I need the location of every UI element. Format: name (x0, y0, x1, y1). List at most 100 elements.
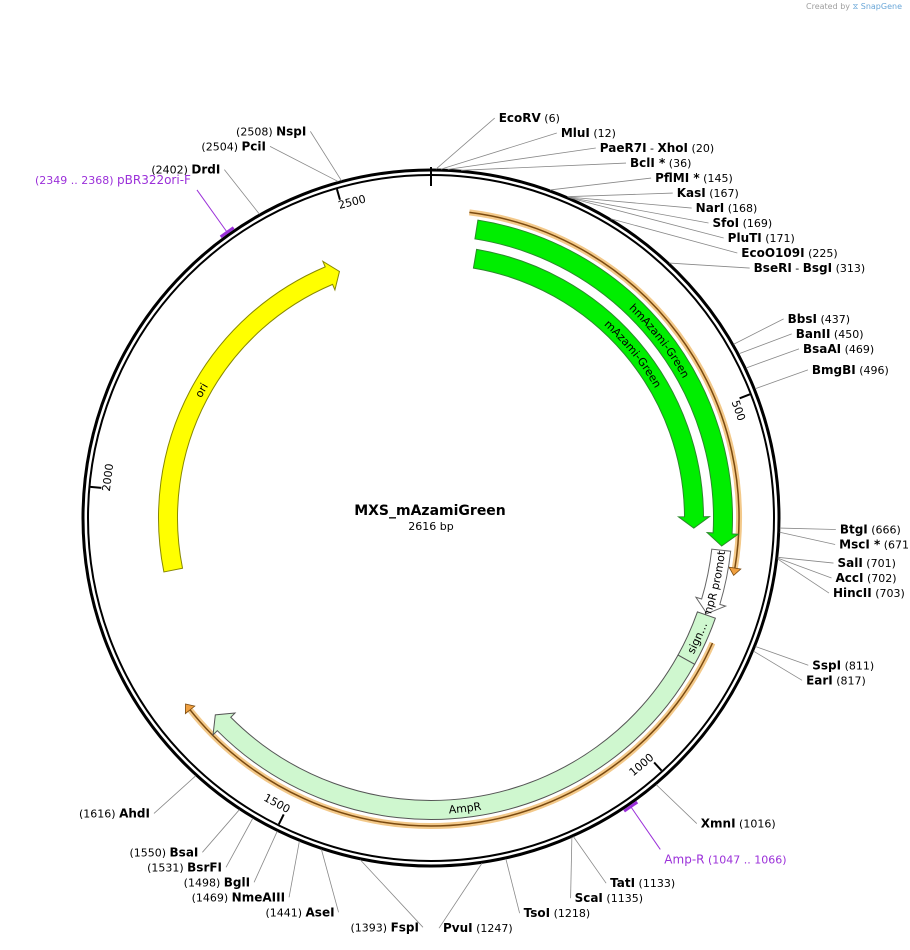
site-position: - (647, 142, 658, 155)
site-position: (701) (863, 557, 896, 570)
site-enzyme-name: BglI (224, 875, 250, 889)
site-enzyme-name: KasI (677, 186, 706, 200)
feature-ampr_promoter (694, 548, 732, 615)
site-leader-kasi (567, 192, 673, 198)
plasmid-backbone (81, 167, 781, 868)
site-label-hincii: HincII (703) (833, 586, 905, 600)
site-label-bsaai: BsaAI (469) (803, 342, 874, 356)
feature-hmazami (474, 219, 740, 547)
primer-leader-amp-r (630, 806, 661, 850)
site-label-asei: (1441) AseI (265, 905, 334, 919)
site-label-kasi: KasI (167) (677, 186, 739, 200)
primer-name: Amp-R (664, 852, 704, 866)
site-enzyme-name: HincII (833, 586, 872, 600)
site-enzyme-name: PflMI (655, 171, 689, 185)
primer-name: pBR322ori-F (117, 173, 191, 187)
site-position: (145) (700, 172, 733, 185)
site-label-bseri-bsgi: BseRI - BsgI (313) (754, 261, 866, 275)
site-position: (1247) (473, 922, 513, 935)
primer-leader-pbr322ori-f (196, 189, 228, 233)
site-leader-scai (570, 837, 573, 899)
site-position: (1550) (129, 846, 169, 859)
site-position: (2402) (151, 164, 191, 177)
site-enzyme-name: AseI (306, 905, 335, 919)
site-label-bgli: (1498) BglI (184, 875, 250, 889)
site-leader-banii (738, 333, 792, 355)
site-enzyme-name: BsgI (803, 261, 832, 275)
site-enzyme-name: BbsI (788, 312, 817, 326)
site-label-sspi: SspI (811) (812, 658, 874, 672)
site-leader-ecoo109i (610, 218, 738, 254)
site-position: (703) (872, 587, 905, 600)
site-leader-pflmi (550, 177, 652, 191)
site-leader-hincii (777, 558, 830, 594)
site-position: (671) (880, 539, 910, 552)
site-leader-bseri-bsgi (669, 262, 750, 269)
site-leader-bcli (461, 162, 627, 171)
site-position: (469) (841, 343, 874, 356)
site-position: (6) (541, 112, 560, 125)
site-leader-tati (573, 836, 607, 884)
primer-range: (2349 .. 2368) (35, 174, 117, 187)
site-label-msci: MscI * (671) (839, 538, 910, 552)
site-label-banii: BanII (450) (796, 327, 864, 341)
feature-ori (158, 260, 341, 573)
site-position: (1469) (192, 891, 232, 904)
feature-label-text-ampr_promoter: AmpR promoter (0, 0, 728, 619)
tick-2500 (335, 188, 341, 201)
site-enzyme-name: BsrFI (187, 860, 222, 874)
site-label-pvui: PvuI (1247) (443, 921, 513, 935)
site-enzyme-name: SfoI (713, 216, 740, 230)
site-label-ecoo109i: EcoO109I (225) (741, 246, 837, 260)
site-position: (1393) (351, 921, 391, 934)
site-leader-msci (779, 531, 836, 545)
site-label-xmni: XmnI (1016) (701, 817, 776, 831)
site-leader-nari (567, 196, 692, 209)
feature-ampr (212, 654, 696, 820)
site-leader-bmgbi (755, 369, 809, 390)
site-label-nmeaiii: (1469) NmeAIII (192, 890, 285, 904)
site-enzyme-name: TatI (610, 876, 635, 890)
site-label-sali: SalI (701) (837, 556, 895, 570)
site-position: (2504) (201, 140, 241, 153)
site-enzyme-name: AccI (836, 571, 864, 585)
site-enzyme-name: XmnI (701, 817, 736, 831)
site-position: - (792, 262, 803, 275)
tick-2000 (90, 485, 102, 489)
site-leader-bsai (202, 809, 240, 853)
site-leader-bsrfi (225, 817, 254, 868)
site-leader-nmeaiii (288, 841, 300, 898)
site-label-paer7i-xhoi: PaeR7I - XhoI (20) (600, 141, 714, 155)
site-leader-eari (753, 650, 803, 681)
orf-line-1 (469, 211, 740, 570)
site-enzyme-name: EarI (806, 673, 833, 687)
site-leader-ecorv (435, 117, 495, 170)
primer-range: (1047 .. 1066) (704, 853, 786, 866)
site-enzyme-name: MluI (561, 126, 590, 140)
site-label-nspi: (2508) NspI (236, 124, 306, 138)
site-label-bsai: (1550) BsaI (129, 845, 198, 859)
site-enzyme-name: TsoI (524, 906, 550, 920)
feature-label-ampr_promoter: AmpR promoter (0, 0, 728, 619)
site-position: (20) (688, 142, 714, 155)
feature-label-ori: ori (192, 381, 210, 400)
site-label-pluti: PluTI (171) (728, 231, 795, 245)
tick-500 (739, 393, 751, 400)
site-enzyme-name: MscI (839, 538, 870, 552)
site-label-ecorv: EcoRV (6) (499, 111, 560, 125)
tick-label-1500: 1500 (262, 791, 293, 816)
site-position: (1135) (603, 892, 643, 905)
tick-1500 (277, 813, 285, 825)
site-enzyme-name: AhdI (119, 806, 150, 820)
site-label-tsoi: TsoI (1218) (524, 906, 591, 920)
site-position: (2508) (236, 125, 276, 138)
site-leader-sspi (755, 646, 809, 666)
site-leader-pcii (269, 146, 339, 182)
site-enzyme-name: * (655, 156, 666, 170)
site-position: (702) (864, 572, 897, 585)
tick-label-500: 500 (729, 399, 748, 423)
site-label-nari: NarI (168) (696, 201, 758, 215)
site-leader-pluti (570, 197, 724, 239)
